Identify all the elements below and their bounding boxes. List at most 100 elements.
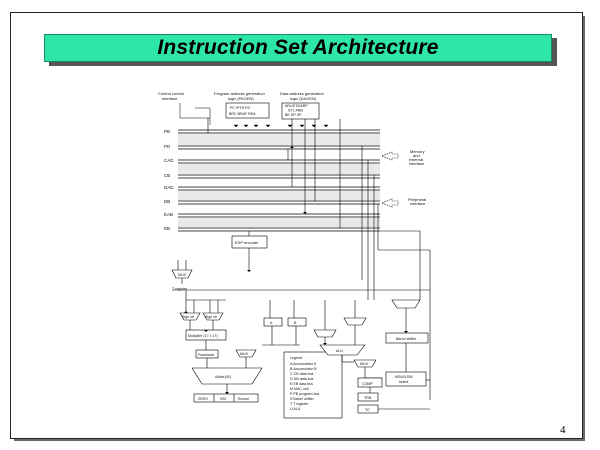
mux-t-label: MUX (178, 273, 187, 277)
trn-label: TRN (364, 396, 372, 400)
legend-items: A Accumulator A B Accumulator B C CB dat… (290, 362, 320, 411)
acc-a-label: A (270, 321, 273, 325)
alu-mux-2 (343, 317, 367, 326)
dagen-registers: ARx/ST0/ARP ST1 ARB BK DP SP (285, 104, 308, 117)
exp-encoder-box (231, 235, 268, 249)
zero-label: ZERO (198, 397, 208, 401)
adder-label: Adder(40) (215, 375, 231, 379)
legend-title: Legend: (290, 356, 303, 360)
page-title: Instruction Set Architecture (157, 36, 439, 59)
svg-text:external: external (409, 157, 423, 162)
barrel-shifter-box (385, 332, 429, 344)
t-register-label: T register (172, 287, 188, 291)
multiplier-connections (189, 320, 214, 368)
svg-text:EB: EB (164, 226, 170, 231)
svg-text:S Barrel shifter: S Barrel shifter (290, 397, 315, 401)
bus-lines (178, 129, 380, 232)
svg-text:CB: CB (164, 173, 170, 178)
title-bar: Instruction Set Architecture (44, 34, 552, 62)
svg-text:Peripheral: Peripheral (408, 197, 426, 202)
dagen-box (281, 102, 320, 120)
svg-text:ARx/ST0/ARP: ARx/ST0/ARP (285, 104, 308, 108)
sign-ctr-2-label: Sign ctr (205, 315, 218, 319)
round-label: Round (238, 397, 249, 401)
acc-connections (262, 300, 300, 346)
mux-adder (235, 349, 257, 358)
alu-label: ALU (336, 349, 343, 353)
msw-lsw-label-2: select (399, 380, 408, 384)
svg-text:C CB data bus: C CB data bus (290, 372, 314, 376)
acc-b-box (287, 317, 307, 327)
svg-text:DAD: DAD (164, 185, 174, 190)
fractional-label: Fractional (198, 353, 214, 357)
svg-text:logic (PAGEN): logic (PAGEN) (228, 96, 254, 101)
bus-labels: PB PD CAD CB DAD DB EAB EB (164, 129, 174, 231)
barrel-shifter-label: Barrel shifter (396, 337, 417, 341)
acc-a-box (263, 317, 283, 327)
mux-adder-label: MUX (240, 352, 249, 356)
svg-text:A Accumulator A: A Accumulator A (290, 362, 317, 366)
program-address-label: Program address generation logic (PAGEN) (214, 91, 265, 101)
svg-text:CAD: CAD (164, 158, 174, 163)
svg-text:BK DP SP: BK DP SP (285, 113, 302, 117)
memory-interface-arrow (381, 151, 399, 208)
svg-text:PD: PD (164, 144, 171, 149)
legend-box (283, 351, 343, 419)
peripheral-interface-label: Peripheral interface (408, 197, 426, 206)
alu-box (319, 344, 366, 356)
alu-mux-1 (313, 329, 337, 338)
svg-text:P PB program bus: P PB program bus (290, 392, 320, 396)
svg-text:ST1 ARB: ST1 ARB (288, 109, 303, 113)
control-interface-label: Control control interface (158, 91, 184, 101)
svg-text:interface: interface (410, 201, 426, 206)
lower-right-connections (369, 379, 430, 410)
svg-text:EAB: EAB (164, 212, 173, 217)
svg-text:DB: DB (164, 199, 170, 204)
svg-text:PB: PB (164, 129, 170, 134)
flow-arrowheads (184, 146, 408, 394)
vertical-connections (207, 118, 431, 400)
pagen-box (225, 102, 270, 119)
svg-text:E EB data bus: E EB data bus (290, 382, 313, 386)
msw-lsw-box (385, 371, 427, 387)
mux-t (171, 269, 193, 279)
sat-label: SAT (220, 397, 228, 401)
multiplier-label: Multiplier (17 x 17) (188, 334, 218, 338)
svg-text:Memory: Memory (410, 149, 424, 154)
svg-text:Program address generation: Program address generation (214, 91, 265, 96)
svg-text:B Accumulator B: B Accumulator B (290, 367, 317, 371)
svg-text:interface: interface (409, 161, 425, 166)
svg-text:and: and (413, 153, 420, 158)
svg-text:PC IPTR RC: PC IPTR RC (230, 106, 251, 110)
tc-label: TC (365, 408, 370, 412)
svg-text:U ALU: U ALU (290, 407, 301, 411)
trn-box (357, 392, 379, 402)
t-register-box (172, 284, 194, 292)
sign-ctr-1 (179, 312, 201, 321)
svg-text:interface: interface (162, 96, 178, 101)
exp-encoder-label: EXP encoder (235, 240, 259, 245)
msw-lsw-label-1: MSW/LSW (395, 375, 413, 379)
zero-sat-round-box (193, 393, 259, 403)
comp-label: COMP (362, 382, 373, 386)
shifter-mux (391, 299, 421, 309)
svg-text:BRC BRAF REA: BRC BRAF REA (229, 112, 256, 116)
sign-ctr-inputs (185, 290, 226, 313)
svg-text:Control control: Control control (158, 91, 184, 96)
svg-text:logic (DAGEN): logic (DAGEN) (290, 96, 317, 101)
bus-shading (178, 134, 380, 227)
memory-interface-label: Memory and external interface (409, 149, 425, 166)
alu-out-mux-label: MUX (360, 362, 369, 366)
alu-out-mux (353, 359, 377, 368)
acc-b-label: B (294, 321, 297, 325)
adder-box (191, 367, 263, 385)
svg-text:M MAC unit: M MAC unit (290, 387, 309, 391)
data-address-label: Data address generation logic (DAGEN) (280, 91, 324, 101)
sign-ctr-2 (202, 312, 224, 321)
sign-ctr-1-label: Sign ctr (182, 315, 195, 319)
svg-text:D DB data bus: D DB data bus (290, 377, 314, 381)
svg-text:Data address generation: Data address generation (280, 91, 324, 96)
pagen-registers: PC IPTR RC BRC BRAF REA (229, 106, 256, 116)
page-number: 4 (560, 424, 566, 436)
